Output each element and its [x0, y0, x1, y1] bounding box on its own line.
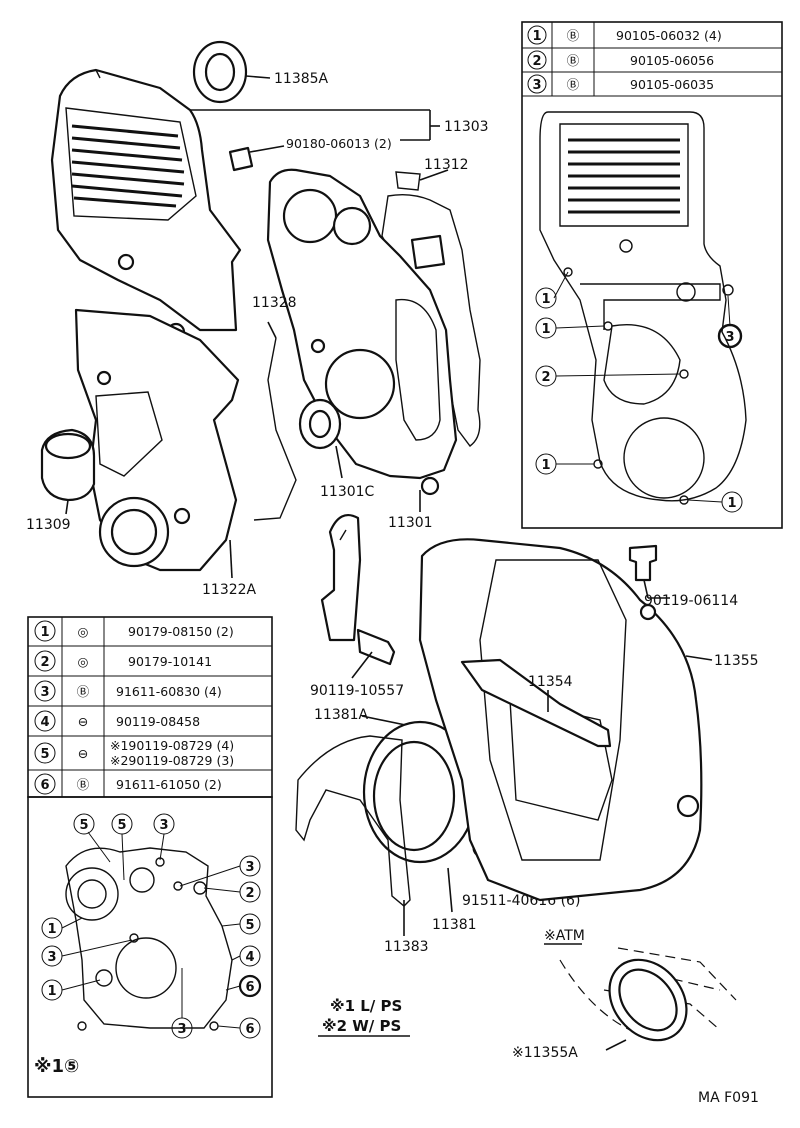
label-11383: 11383: [384, 939, 429, 955]
bottom-callout-3a: 3: [159, 818, 168, 833]
top-table-sym-2: Ⓑ: [567, 53, 580, 68]
bottom-table-sym-3: Ⓑ: [77, 684, 90, 699]
bottom-callout-4: 4: [245, 950, 254, 965]
label-11355: 11355: [714, 653, 759, 669]
bottom-table-sym-1: ◎: [78, 624, 89, 639]
top-table-idx-3: 3: [532, 78, 541, 93]
part-11328-gasket: 11328: [252, 295, 297, 521]
bottom-table-part-6: 91611-61050 (2): [116, 777, 222, 792]
bottom-callouts: 5 5 3 3 2 1 3 5 4 1 6 6: [34, 813, 262, 1077]
label-11322A: 11322A: [202, 582, 257, 598]
bottom-table-idx-2: 2: [40, 655, 49, 670]
part-90119-10557-bolt: 90119-10557: [310, 628, 404, 699]
label-11381A: 11381A: [314, 707, 369, 723]
bottom-note: ※1⑤: [34, 1056, 79, 1077]
label-11309: 11309: [26, 517, 71, 533]
legend-line-2: ※2 W/ PS: [322, 1017, 401, 1035]
bottom-table-idx-1: 1: [40, 625, 49, 640]
label-11354: 11354: [528, 674, 573, 690]
label-11381: 11381: [432, 917, 477, 933]
label-11381-group: 11381: [432, 867, 477, 933]
top-callout-3: 3: [725, 330, 734, 345]
label-90119-06114: 90119-06114: [644, 593, 738, 609]
bolt-location-drawing: [65, 847, 233, 1031]
label-11355A: ※11355A: [512, 1045, 578, 1061]
bottom-table-sym-6: Ⓑ: [77, 777, 90, 792]
bottom-callout-1b: 1: [47, 984, 56, 999]
label-11328: 11328: [252, 295, 297, 311]
bottom-table-idx-4: 4: [40, 715, 49, 730]
bottom-bolt-table: 1 ◎ 90179-08150 (2) 2 ◎ 90179-10141 3 Ⓑ …: [27, 616, 273, 798]
label-11301C: 11301C: [320, 484, 375, 500]
top-bolt-table: 1 Ⓑ 90105-06032 (4) 2 Ⓑ 90105-06056 3 Ⓑ …: [521, 21, 783, 529]
label-11301: 11301: [388, 515, 433, 531]
part-11383-gasket: 11383: [295, 735, 429, 955]
bottom-callout-5c: 5: [245, 918, 254, 933]
bottom-table-part-5b: ※290119-08729 (3): [110, 753, 234, 768]
bottom-callout-3d: 3: [177, 1022, 186, 1037]
bottom-table-sym-5: ⊖: [78, 746, 88, 761]
top-callout-1d: 1: [727, 496, 736, 511]
bottom-table-part-3: 91611-60830 (4): [116, 684, 222, 699]
part-90119-06114-bolt: 90119-06114: [628, 544, 738, 609]
bottom-callout-3c: 3: [47, 950, 56, 965]
label-11385A: 11385A: [274, 71, 329, 87]
footer-code: MA F091: [698, 1090, 759, 1106]
top-callout-1c: 1: [541, 458, 550, 473]
top-table-part-3: 90105-06035: [630, 77, 714, 92]
bottom-table-part-5a: ※190119-08729 (4): [110, 738, 234, 753]
bottom-callout-6b: 6: [245, 1022, 254, 1037]
bottom-table-idx-6: 6: [40, 778, 49, 793]
bottom-callout-2: 2: [245, 886, 254, 901]
top-table-callouts: 1 1 2 1 1 3: [535, 271, 743, 513]
part-dipstick-guide: [320, 514, 362, 642]
top-table-part-1: 90105-06032 (4): [616, 28, 722, 43]
top-callout-1b: 1: [541, 322, 550, 337]
bottom-table-sym-4: ⊖: [78, 714, 88, 729]
part-11354-plate: 11354: [460, 658, 612, 748]
lower-left-inset-frame: [27, 796, 273, 1098]
bottom-table-idx-5: 5: [40, 747, 49, 762]
bottom-callout-3b: 3: [245, 860, 254, 875]
part-11309-cap: 11309: [26, 428, 96, 533]
bottom-table-part-4: 90119-08458: [116, 714, 200, 729]
label-atm: ※ATM: [544, 928, 585, 944]
part-11301-timing-case: 11301: [266, 168, 458, 531]
top-table-idx-2: 2: [532, 54, 541, 69]
bottom-callout-5b: 5: [117, 818, 126, 833]
bottom-table-idx-3: 3: [40, 685, 49, 700]
part-11322A-lower-cover: 11322A: [74, 308, 257, 598]
part-90180-06013-bolt: 90180-06013 (2): [228, 136, 392, 172]
part-11301C-seal: 11301C: [298, 398, 375, 500]
top-callout-1a: 1: [541, 292, 550, 307]
part-upper-timing-cover: [50, 68, 242, 342]
top-table-idx-1: 1: [532, 29, 541, 44]
top-table-part-2: 90105-06056: [630, 53, 714, 68]
top-table-cover-drawing: [539, 111, 747, 505]
bottom-callout-6a: 6: [245, 980, 254, 995]
bottom-table-part-1: 90179-08150 (2): [128, 624, 234, 639]
label-90180-06013: 90180-06013 (2): [286, 136, 392, 151]
part-11385A-seal: 11385A: [192, 40, 329, 104]
top-table-sym-1: Ⓑ: [567, 28, 580, 43]
legend-line-1: ※1 L/ PS: [330, 997, 402, 1015]
bottom-table-part-2: 90179-10141: [128, 654, 212, 669]
top-table-sym-3: Ⓑ: [567, 77, 580, 92]
label-11303-group: 11303: [190, 109, 489, 141]
label-90119-10557: 90119-10557: [310, 683, 404, 699]
bottom-callout-1a: 1: [47, 922, 56, 937]
label-11303: 11303: [444, 119, 489, 135]
top-callout-2: 2: [541, 370, 550, 385]
bottom-callout-5a: 5: [79, 818, 88, 833]
part-11381A-retainer: 11381A: [314, 707, 478, 864]
label-11355-group: 11355: [685, 653, 759, 669]
atm-detail: ※ATM ※11355A: [512, 928, 737, 1061]
label-11312: 11312: [424, 157, 469, 173]
legend: ※1 L/ PS ※2 W/ PS: [318, 997, 410, 1037]
bottom-table-sym-2: ◎: [78, 654, 89, 669]
